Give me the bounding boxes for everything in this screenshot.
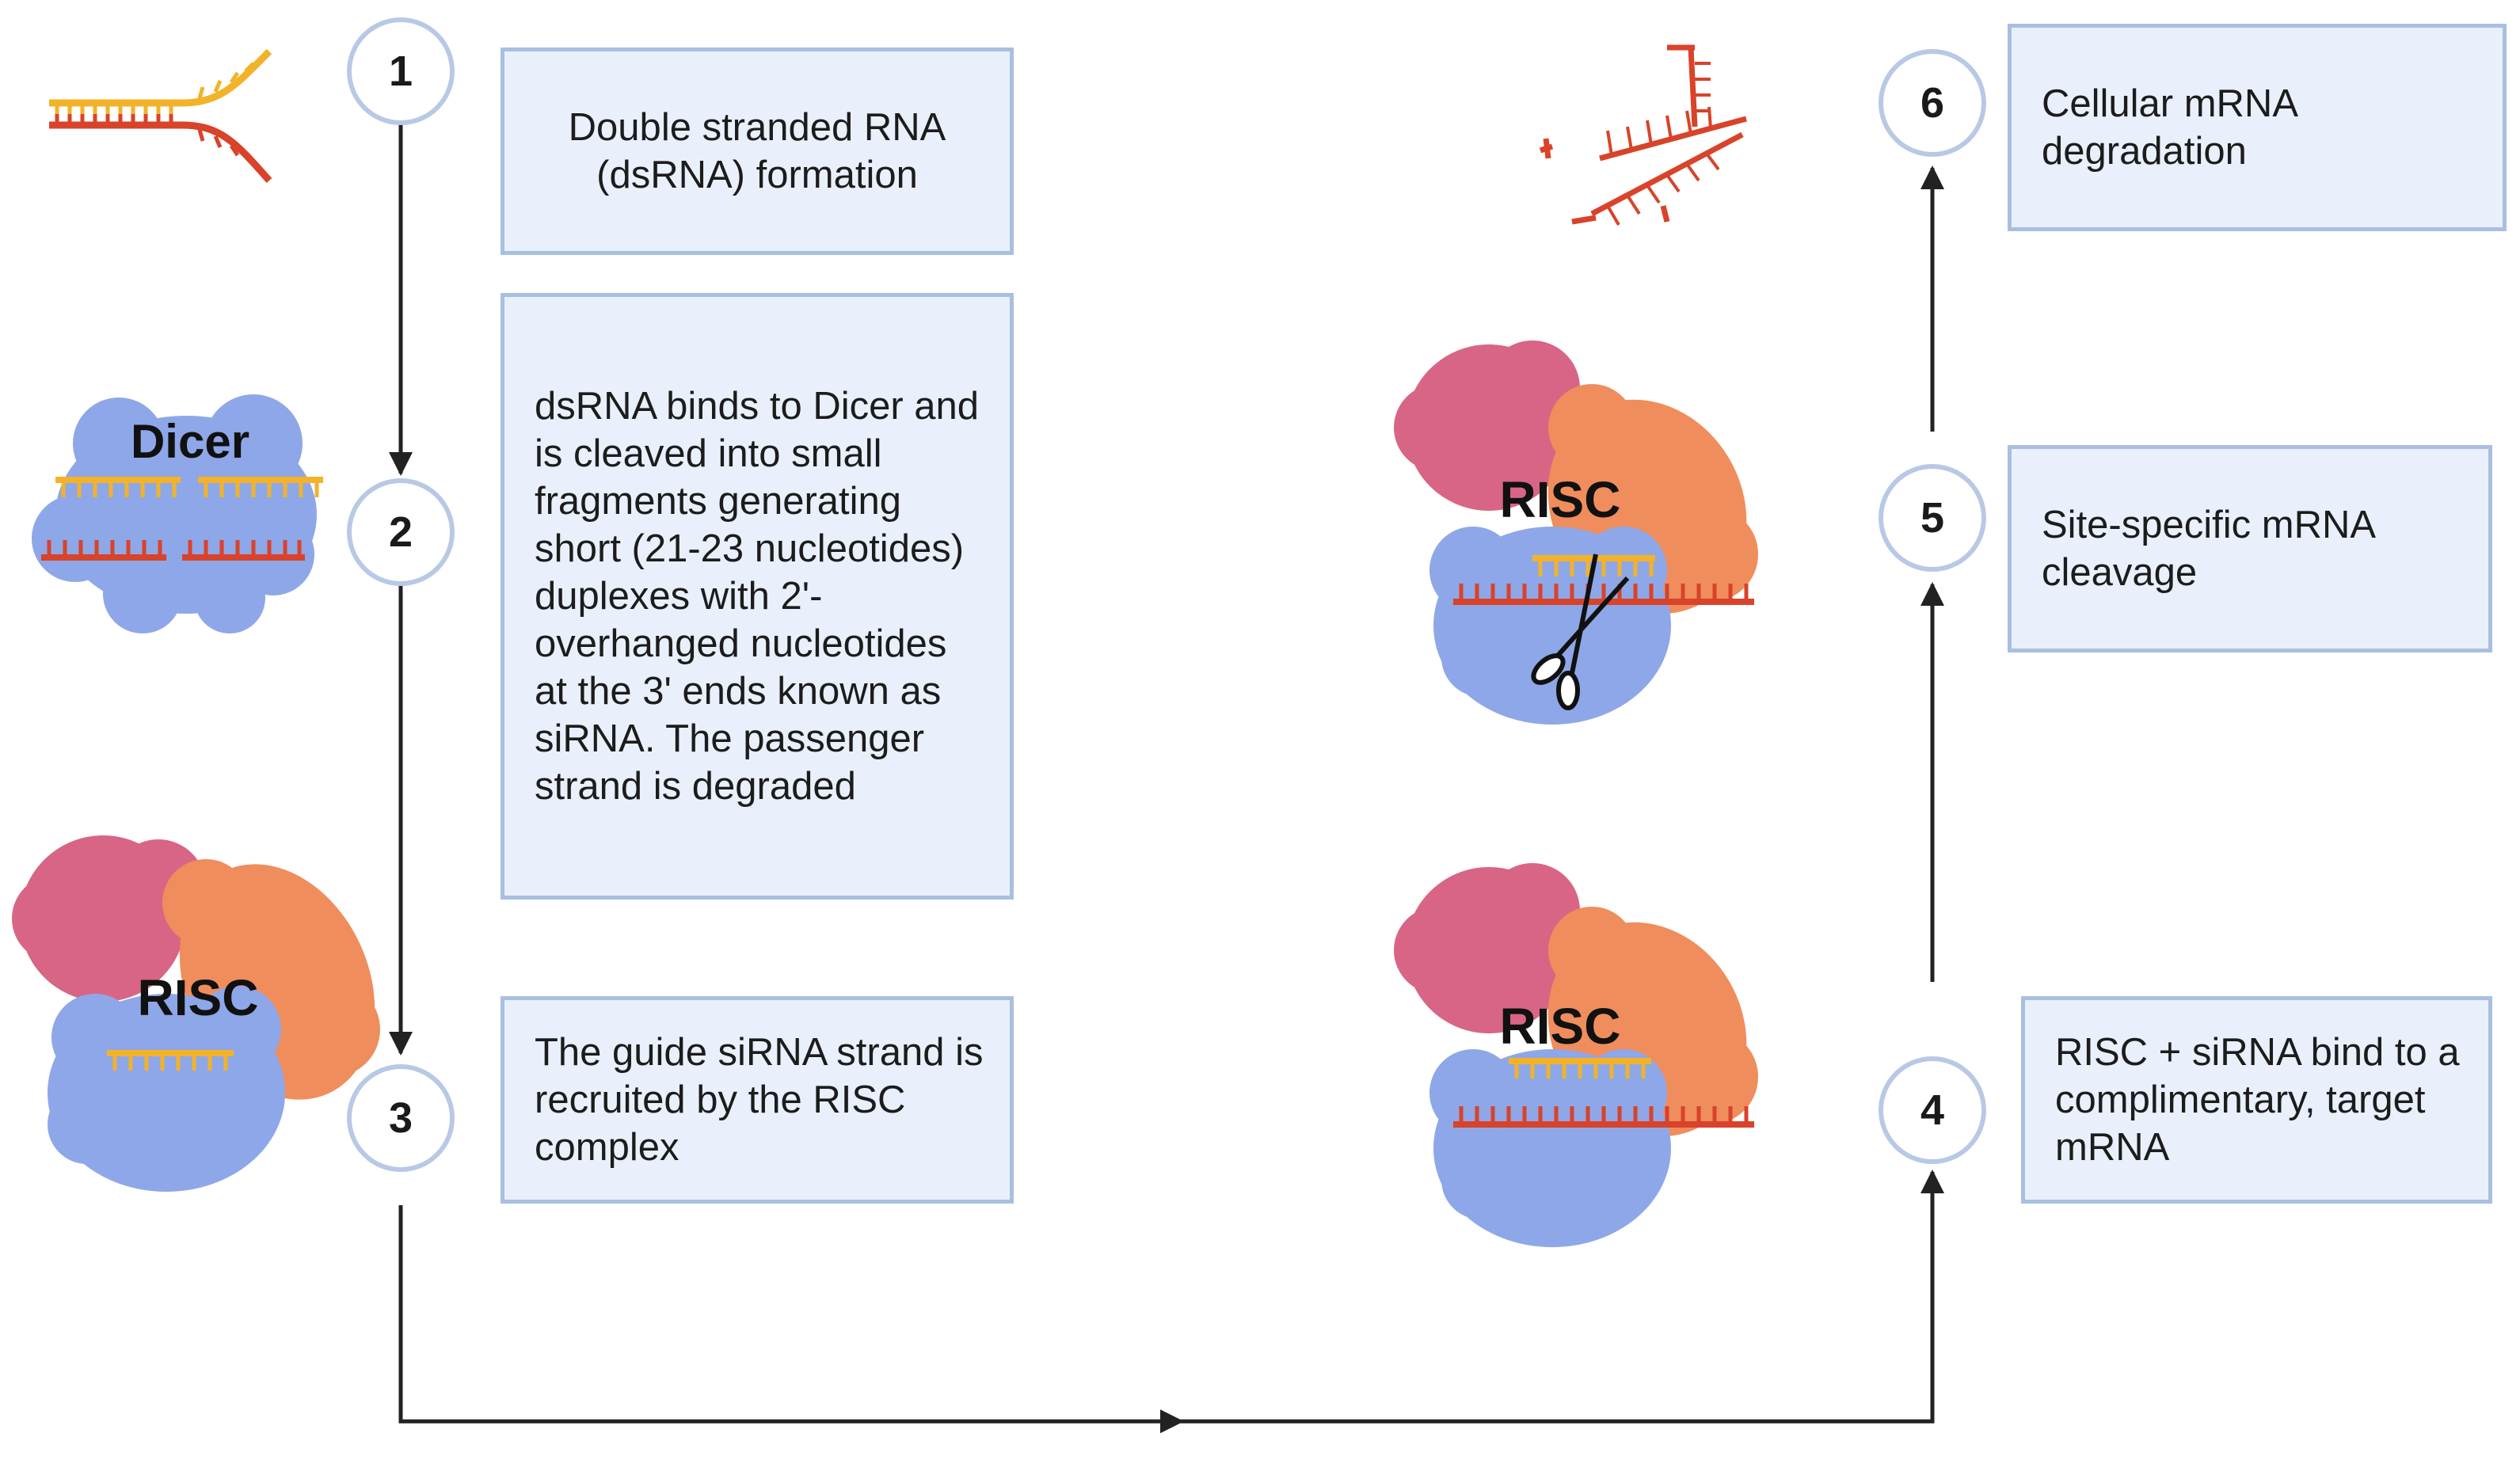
step-5-circle: 5 [1879,464,1986,572]
dicer-label: Dicer [131,415,249,468]
dsrna-illustration [49,48,272,183]
step-5-text: Site-specific mRNA cleavage [2042,504,2374,594]
target-strand [49,121,272,183]
step-4-text: RISC + siRNA bind to a complimentary, ta… [2055,1031,2460,1169]
step-6-box: Cellular mRNA degradation [2008,24,2507,231]
step-1-box: Double stranded RNA (dsRNA) formation [501,48,1014,255]
step-5-box: Site-specific mRNA cleavage [2008,445,2492,652]
step-6-circle: 6 [1879,49,1986,157]
step-3-box: The guide siRNA strand is recruited by t… [501,996,1014,1204]
degraded-mrna-illustration [1539,44,1747,225]
risc-label-step3: RISC [138,969,259,1026]
arrow-3-to-4-right [1172,1170,1944,1424]
connector-arrows [389,123,1944,1433]
step-6-text: Cellular mRNA degradation [2042,82,2297,173]
step-4-circle: 4 [1879,1056,1986,1164]
step-2-text: dsRNA binds to Dicer and is cleaved into… [535,385,980,808]
step-3-text: The guide siRNA strand is recruited by t… [535,1031,984,1169]
guide-strand [49,48,272,107]
dicer-protein [32,394,317,633]
risc-label-step5: RISC [1500,471,1621,528]
dicer-illustration: Dicer [32,394,323,633]
step-1-text: Double stranded RNA (dsRNA) formation [568,106,946,196]
step-1-circle: 1 [347,17,455,125]
risc-label-step4: RISC [1500,998,1621,1055]
step-3-circle: 3 [347,1064,455,1172]
scissors-icon [1531,554,1630,710]
risc-target-illustration: RISC [1394,863,1758,1247]
step-2-circle: 2 [347,478,455,586]
risc-cleavage-illustration: RISC [1394,340,1758,725]
risc-pink-subunit [12,835,206,1002]
risc-guide-illustration: RISC [12,835,380,1192]
risc-blue-subunit [48,986,285,1192]
arrow-3-to-4-bottom [398,1205,1184,1433]
step-4-box: RISC + siRNA bind to a complimentary, ta… [2021,996,2492,1204]
step-2-box: dsRNA binds to Dicer and is cleaved into… [501,293,1014,900]
